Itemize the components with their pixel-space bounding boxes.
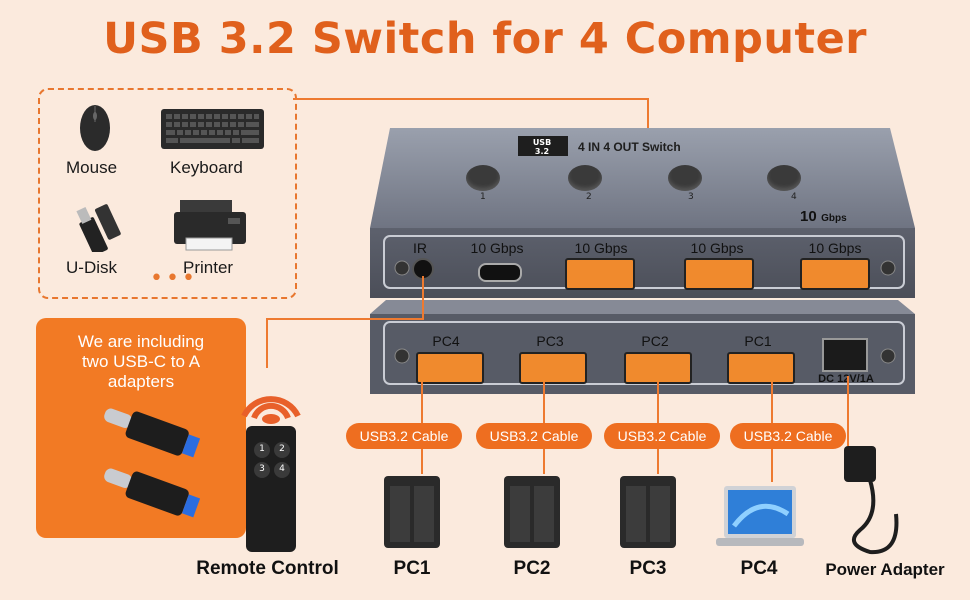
label-power-adapter: Power Adapter: [825, 560, 945, 579]
usb-a-port-top-2[interactable]: [684, 258, 754, 290]
usb-a-port-pc4[interactable]: [416, 352, 484, 384]
device-label-mouse: Mouse: [66, 158, 118, 177]
speed-badge: 10 Gbps: [800, 208, 847, 226]
label-pc3: PC3: [629, 558, 667, 579]
label-remote-control: Remote Control: [196, 558, 339, 579]
port-label-pc1: PC1: [744, 333, 772, 349]
label-pc2: PC2: [513, 558, 551, 579]
usb-a-port-pc2[interactable]: [624, 352, 692, 384]
adapter-note-line-3: adapters: [107, 372, 175, 391]
dc-jack[interactable]: [822, 338, 868, 372]
cable-tag-2: USB3.2 Cable: [476, 423, 592, 449]
connector-line: [266, 318, 424, 320]
cable-tag-3: USB3.2 Cable: [604, 423, 720, 449]
connector-line: [266, 318, 268, 368]
badge-bottom-text: 3.2: [534, 147, 550, 156]
remote-key-4[interactable]: 4: [279, 464, 285, 474]
usb-drive-icon: [76, 204, 121, 252]
button-number-4: 4: [791, 192, 797, 202]
cable-tag-1: USB3.2 Cable: [346, 423, 462, 449]
badge-top-text: USB: [532, 138, 552, 147]
remote-key-3[interactable]: 3: [259, 464, 265, 474]
port-speed-1: 10 Gbps: [574, 240, 628, 256]
signal-dot: [262, 414, 280, 424]
device-label-printer: Printer: [183, 258, 234, 277]
port-label-pc2: PC2: [641, 333, 669, 349]
switch-button-3[interactable]: [668, 165, 702, 191]
usb-a-port-top-1[interactable]: [565, 258, 635, 290]
adapter-card: We are including two USB-C to A adapters: [36, 318, 246, 538]
power-adapter-icon: [844, 446, 899, 555]
usb-a-port-pc3[interactable]: [519, 352, 587, 384]
usbc-port[interactable]: [478, 263, 522, 282]
pc-tower-icon: [384, 476, 440, 548]
model-text: 4 IN 4 OUT Switch: [578, 140, 681, 154]
usb-c-adapter-icon: [104, 408, 201, 518]
port-speed-usbc: 10 Gbps: [470, 240, 524, 256]
adapter-note-line-2: two USB-C to A: [81, 352, 201, 371]
button-number-2: 2: [586, 192, 592, 202]
connector-line: [422, 276, 424, 318]
port-speed-2: 10 Gbps: [690, 240, 744, 256]
device-label-keyboard: Keyboard: [170, 158, 243, 177]
switch-button-2[interactable]: [568, 165, 602, 191]
mouse-icon: [80, 105, 110, 151]
switch-button-4[interactable]: [767, 165, 801, 191]
label-pc1: PC1: [393, 558, 431, 579]
printer-icon: [174, 200, 246, 251]
remote-key-1[interactable]: 1: [259, 444, 265, 454]
remote-key-2[interactable]: 2: [279, 444, 285, 454]
connector-line: [293, 98, 648, 100]
peripheral-box: [38, 88, 297, 299]
button-number-1: 1: [480, 192, 486, 202]
usb-a-port-top-3[interactable]: [800, 258, 870, 290]
port-label-pc4: PC4: [432, 333, 460, 349]
pc-tower-icon: [620, 476, 676, 548]
button-number-3: 3: [688, 192, 694, 202]
speed-unit: Gbps: [821, 213, 847, 224]
pc-tower-icon: [504, 476, 560, 548]
keyboard-icon: [161, 109, 264, 149]
usb32-badge: USB 3.2: [522, 138, 562, 156]
adapter-note-line-1: We are including: [77, 332, 205, 351]
laptop-icon: [716, 486, 804, 546]
port-speed-3: 10 Gbps: [808, 240, 862, 256]
ir-label: IR: [413, 240, 427, 256]
page-title: USB 3.2 Switch for 4 Computer: [103, 14, 867, 64]
usb-a-port-pc1[interactable]: [727, 352, 795, 384]
dc-label: DC 12V/1A: [818, 373, 874, 385]
connector-line: [847, 376, 849, 446]
wireless-signal-icon: [241, 396, 301, 420]
switch-button-1[interactable]: [466, 165, 500, 191]
device-label-udisk: U-Disk: [66, 258, 117, 277]
more-devices-dots: •••: [150, 266, 198, 291]
port-label-pc3: PC3: [536, 333, 564, 349]
remote-control-icon: [246, 426, 296, 552]
cable-tag-4: USB3.2 Cable: [730, 423, 846, 449]
speed-value: 10: [800, 208, 817, 225]
label-pc4: PC4: [740, 558, 778, 579]
